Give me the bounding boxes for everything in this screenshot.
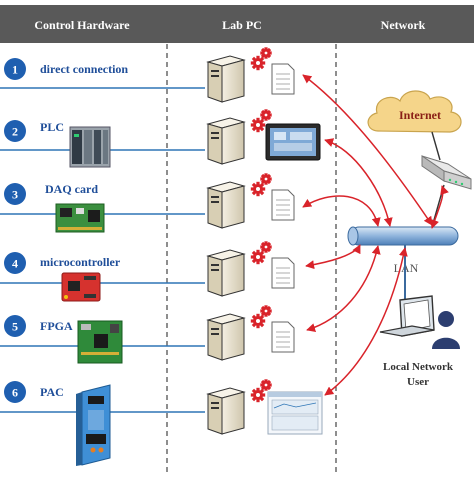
row-number: 5	[12, 320, 18, 334]
data-flow-arrow	[430, 185, 449, 229]
document-icon	[271, 63, 295, 95]
gear-icon	[260, 47, 272, 59]
row-direct-connection: 1 direct connection	[0, 58, 205, 89]
data-flow-arrow	[306, 245, 381, 332]
row-number: 6	[12, 386, 18, 400]
row-badge	[4, 58, 26, 80]
gear-icon	[250, 181, 266, 197]
pc-tower-icon	[206, 55, 246, 103]
gear-icon	[250, 117, 266, 133]
lab-pc-column	[206, 47, 323, 435]
lan-label: LAN	[394, 261, 419, 275]
row-daq-card: 3 DAQ card	[0, 182, 205, 233]
row-label: direct connection	[40, 62, 128, 76]
document-icon	[271, 321, 295, 353]
gear-icon	[260, 109, 272, 121]
microcontroller-board-icon	[61, 272, 101, 302]
row-number: 2	[12, 125, 18, 139]
row-badge	[4, 183, 26, 205]
row-number: 3	[12, 188, 18, 202]
row-label: PLC	[40, 120, 64, 134]
gear-icon	[250, 313, 266, 329]
row-badge	[4, 252, 26, 274]
user-icon	[432, 311, 460, 349]
gear-icon	[250, 249, 266, 265]
cloud-to-router-link	[431, 131, 441, 161]
daq-card-icon	[55, 203, 105, 233]
pac-controller-icon	[76, 384, 111, 466]
fpga-board-icon	[77, 320, 123, 364]
row-pac: 6 PAC	[0, 381, 205, 466]
lan-pipe-end	[347, 226, 359, 246]
pc-tower-icon	[206, 249, 246, 297]
gear-icon	[250, 55, 266, 71]
row-fpga: 5 FPGA	[0, 315, 205, 364]
screen-app-icon	[267, 391, 323, 435]
user-label-line1: Local Network	[383, 361, 454, 373]
pc-tower-icon	[206, 181, 246, 229]
lan-bus: LAN	[347, 226, 459, 275]
row-badge	[4, 315, 26, 337]
row-number: 1	[12, 63, 18, 77]
gear-icon	[260, 379, 272, 391]
row-label: microcontroller	[40, 255, 121, 269]
row-label: DAQ card	[45, 182, 98, 196]
header-bar	[0, 5, 474, 43]
laptop-icon	[379, 295, 435, 337]
header-network: Network	[381, 18, 426, 32]
user-label-line2: User	[407, 376, 429, 388]
hmi-panel-icon	[265, 123, 321, 161]
data-flow-arrow	[324, 138, 393, 227]
header-control-hardware: Control Hardware	[34, 18, 130, 32]
data-flow-arrow	[324, 247, 408, 396]
data-flow-arrow	[305, 244, 361, 270]
row-badge	[4, 381, 26, 403]
row-badge	[4, 120, 26, 142]
row-plc: 2 PLC	[0, 120, 205, 168]
gear-icon	[260, 241, 272, 253]
header-lab-pc: Lab PC	[222, 18, 262, 32]
pc-tower-icon	[206, 117, 246, 165]
gear-icon	[260, 305, 272, 317]
row-label: PAC	[40, 385, 64, 399]
pc-tower-icon	[206, 313, 246, 361]
internet-cloud: Internet	[367, 90, 462, 133]
plc-icon	[69, 126, 111, 168]
lan-pipe	[349, 226, 459, 246]
row-microcontroller: 4 microcontroller	[0, 252, 205, 302]
router-icon	[421, 155, 472, 190]
data-flow-arrows	[302, 74, 449, 396]
data-flow-arrow	[302, 195, 381, 227]
cloud-label: Internet	[399, 108, 441, 122]
row-label: FPGA	[40, 319, 73, 333]
row-number: 4	[12, 257, 18, 271]
document-icon	[271, 257, 295, 289]
gear-icon	[260, 173, 272, 185]
document-icon	[271, 189, 295, 221]
pc-tower-icon	[206, 387, 246, 435]
gear-icon	[250, 387, 266, 403]
